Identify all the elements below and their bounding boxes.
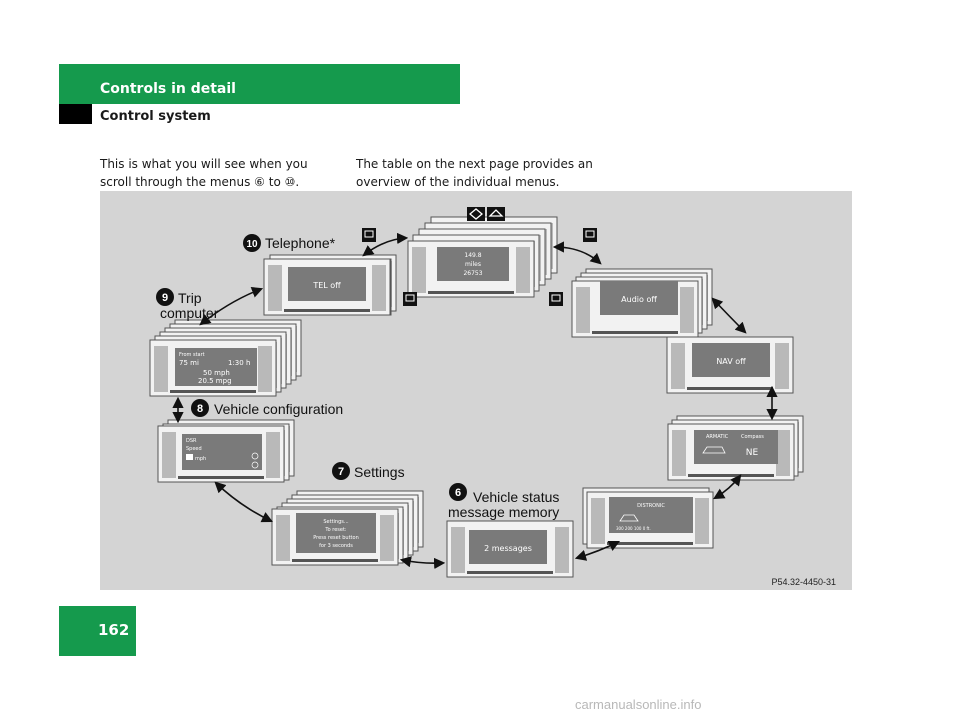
compass-value: NE <box>746 448 759 458</box>
audio-screen-text: Audio off <box>621 295 657 304</box>
menu-10-text: Telephone* <box>265 235 336 251</box>
menu-cycle-diagram: 149.8 miles 26753 Audio off NAV off <box>149 207 804 578</box>
page-number: 162 <box>98 621 130 639</box>
settings-line-1: Settings... <box>323 519 349 525</box>
armatic-text: ARMATIC <box>706 434 729 440</box>
odometer-line-1: 149.8 <box>464 252 481 259</box>
car-ahead-icon <box>619 514 639 522</box>
menu-cycle-figure: 149.8 miles 26753 Audio off NAV off <box>100 191 852 590</box>
vehicle-icon <box>702 446 726 454</box>
trip-distance: 75 mi <box>179 359 199 367</box>
watermark[interactable]: carmanualsonline.info <box>575 697 702 712</box>
display-stack-odometer: 149.8 miles 26753 <box>407 216 558 298</box>
svg-text:9: 9 <box>162 292 168 304</box>
messages-screen <box>469 530 547 564</box>
tel-screen-text: TEL off <box>312 281 341 290</box>
menu-8-label: 8 Vehicle configuration <box>191 399 343 417</box>
menu-9-text-1: Trip <box>178 290 202 306</box>
menu-6-label: 6 Vehicle status message memory <box>448 483 559 520</box>
compass-title: Compass <box>741 434 764 440</box>
display-stack-compass: ARMATIC Compass NE <box>667 415 804 481</box>
svg-text:7: 7 <box>338 466 344 478</box>
figure-code: P54.32-4450-31 <box>771 577 836 587</box>
header-bar <box>59 64 460 104</box>
trip-speed: 50 mph <box>203 369 230 377</box>
odometer-screen <box>437 247 509 281</box>
trip-from-start: From start <box>179 352 205 358</box>
dsr-unit: mph <box>195 456 206 462</box>
distronic-title: DISTRONIC <box>637 503 665 509</box>
minus-icon <box>251 461 259 469</box>
plus-icon <box>251 452 259 460</box>
trip-screen <box>175 348 257 386</box>
menu-9-text-2: computer <box>160 305 219 321</box>
display-stack-nav: NAV off <box>666 336 794 394</box>
menu-6-text-2: message memory <box>448 504 559 520</box>
display-stack-dsr: DSR Speed mph <box>157 419 295 483</box>
odometer-line-2: miles <box>465 261 481 268</box>
display-stack-audio: Audio off <box>571 268 713 338</box>
nav-screen-text: NAV off <box>716 357 746 366</box>
display-stack-messages: 2 messages <box>446 520 574 578</box>
navigation-arrows <box>172 232 778 570</box>
trip-mpg: 20.5 mpg <box>198 377 232 385</box>
menu-10-label: 10 Telephone* <box>243 234 336 252</box>
menu-6-text-1: Vehicle status <box>473 489 559 505</box>
subsection-title: Control system <box>100 109 211 124</box>
intro-left-paragraph: This is what you will see when you scrol… <box>100 157 308 189</box>
display-stack-distronic: DISTRONIC 300 200 100 0 ft. <box>582 487 714 549</box>
tel-screen <box>288 267 366 301</box>
menu-8-text: Vehicle configuration <box>214 401 343 417</box>
menu-7-label: 7 Settings <box>332 462 405 480</box>
svg-text:8: 8 <box>197 403 203 415</box>
svg-text:6: 6 <box>455 487 461 499</box>
menu-7-text: Settings <box>354 464 405 480</box>
settings-line-4: for 3 seconds <box>319 543 353 549</box>
display-stack-trip: From start 75 mi 1:30 h 50 mph 20.5 mpg <box>149 319 302 397</box>
settings-line-2: To reset: <box>324 527 347 533</box>
dsr-screen <box>182 434 262 470</box>
section-title: Controls in detail <box>100 81 236 97</box>
display-stack-settings: Settings... To reset: Press reset button… <box>271 490 424 566</box>
dsr-speed-label: Speed <box>186 446 202 452</box>
page-number-box <box>59 606 136 656</box>
settings-line-3: Press reset button <box>313 535 359 541</box>
section-tab <box>59 104 92 124</box>
display-stack-tel: TEL off <box>263 254 397 316</box>
distronic-screen <box>609 497 693 533</box>
svg-text:10: 10 <box>246 239 258 250</box>
audio-screen <box>600 281 678 315</box>
intro-right-paragraph: The table on the next page provides an o… <box>356 157 593 189</box>
dsr-title: DSR <box>186 438 197 444</box>
scroll-up-down-buttons-icon <box>467 207 505 221</box>
settings-screen <box>296 513 376 553</box>
messages-screen-text: 2 messages <box>484 544 532 553</box>
trip-time: 1:30 h <box>228 359 250 367</box>
distronic-scale: 300 200 100 0 ft. <box>616 526 651 531</box>
menu-9-label: 9 Trip computer <box>156 288 219 321</box>
odometer-line-3: 26753 <box>463 270 482 277</box>
nav-screen <box>692 343 770 377</box>
